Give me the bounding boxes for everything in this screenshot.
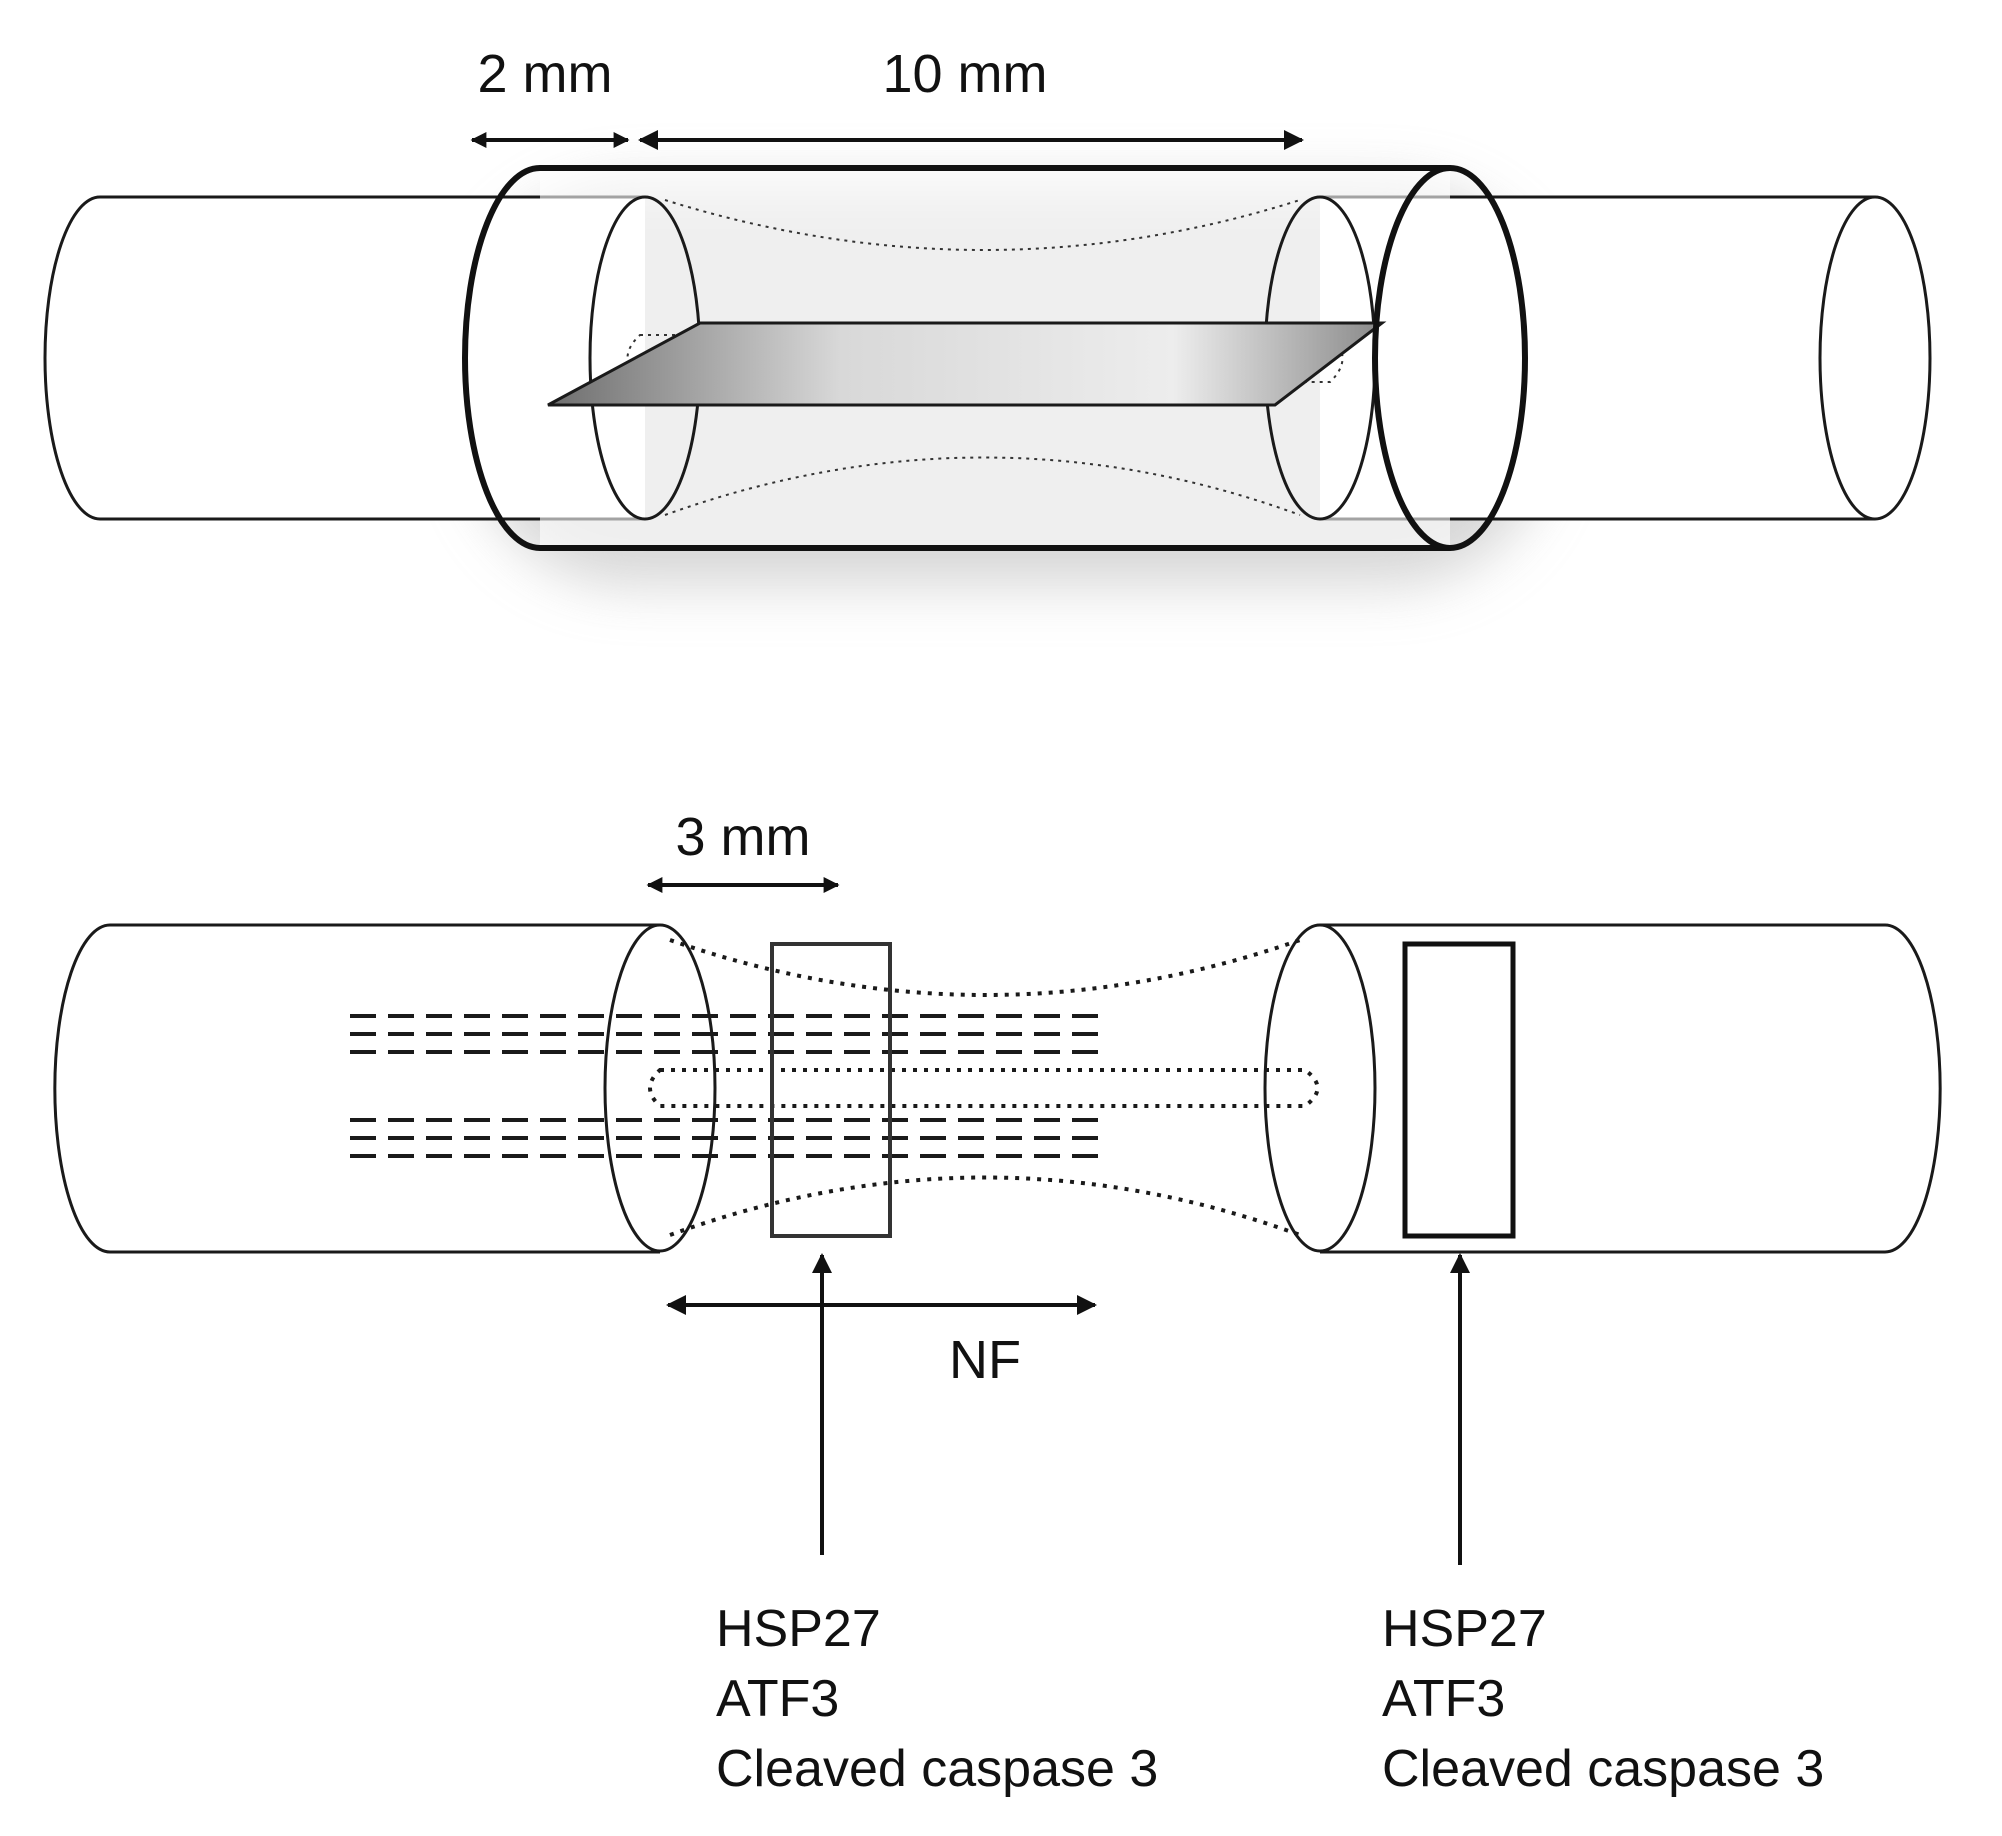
proximal-marker-3: Cleaved caspase 3 <box>716 1740 1158 1798</box>
distal-stump <box>1263 923 1942 1254</box>
axon-fibers <box>350 1014 1110 1158</box>
top-panel: 2 mm 10 mm <box>43 44 1932 585</box>
bottom-panel: 3 mm NF HSP27 ATF3 Cleaved caspase 3 HSP… <box>53 807 1942 1798</box>
distal-marker-2: ATF3 <box>1382 1670 1505 1728</box>
bridge-outline-bottom <box>669 1175 1301 1237</box>
proximal-marker-1: HSP27 <box>716 1600 881 1658</box>
bridge-outline-top <box>669 938 1301 997</box>
proximal-stump <box>53 923 717 1254</box>
dim-short-label: 2 mm <box>478 44 613 104</box>
dim-sample-label: 3 mm <box>676 807 811 867</box>
distal-sample-box <box>1402 941 1516 1239</box>
regeneration-outline-top <box>664 199 1301 251</box>
distal-marker-3: Cleaved caspase 3 <box>1382 1740 1824 1798</box>
proximal-marker-2: ATF3 <box>716 1670 839 1728</box>
regeneration-core <box>626 334 1344 383</box>
conduit-end <box>1372 165 1528 551</box>
distal-marker-1: HSP27 <box>1382 1600 1547 1658</box>
bridge-core <box>648 1068 1320 1108</box>
proximal-marker-list: HSP27 ATF3 Cleaved caspase 3 <box>716 1600 1158 1798</box>
proximal-sample-box <box>770 942 892 1238</box>
nf-label: NF <box>949 1330 1021 1390</box>
distal-marker-list: HSP27 ATF3 Cleaved caspase 3 <box>1382 1600 1824 1798</box>
dim-long-label: 10 mm <box>882 44 1047 104</box>
graft-sheet <box>547 321 1387 407</box>
